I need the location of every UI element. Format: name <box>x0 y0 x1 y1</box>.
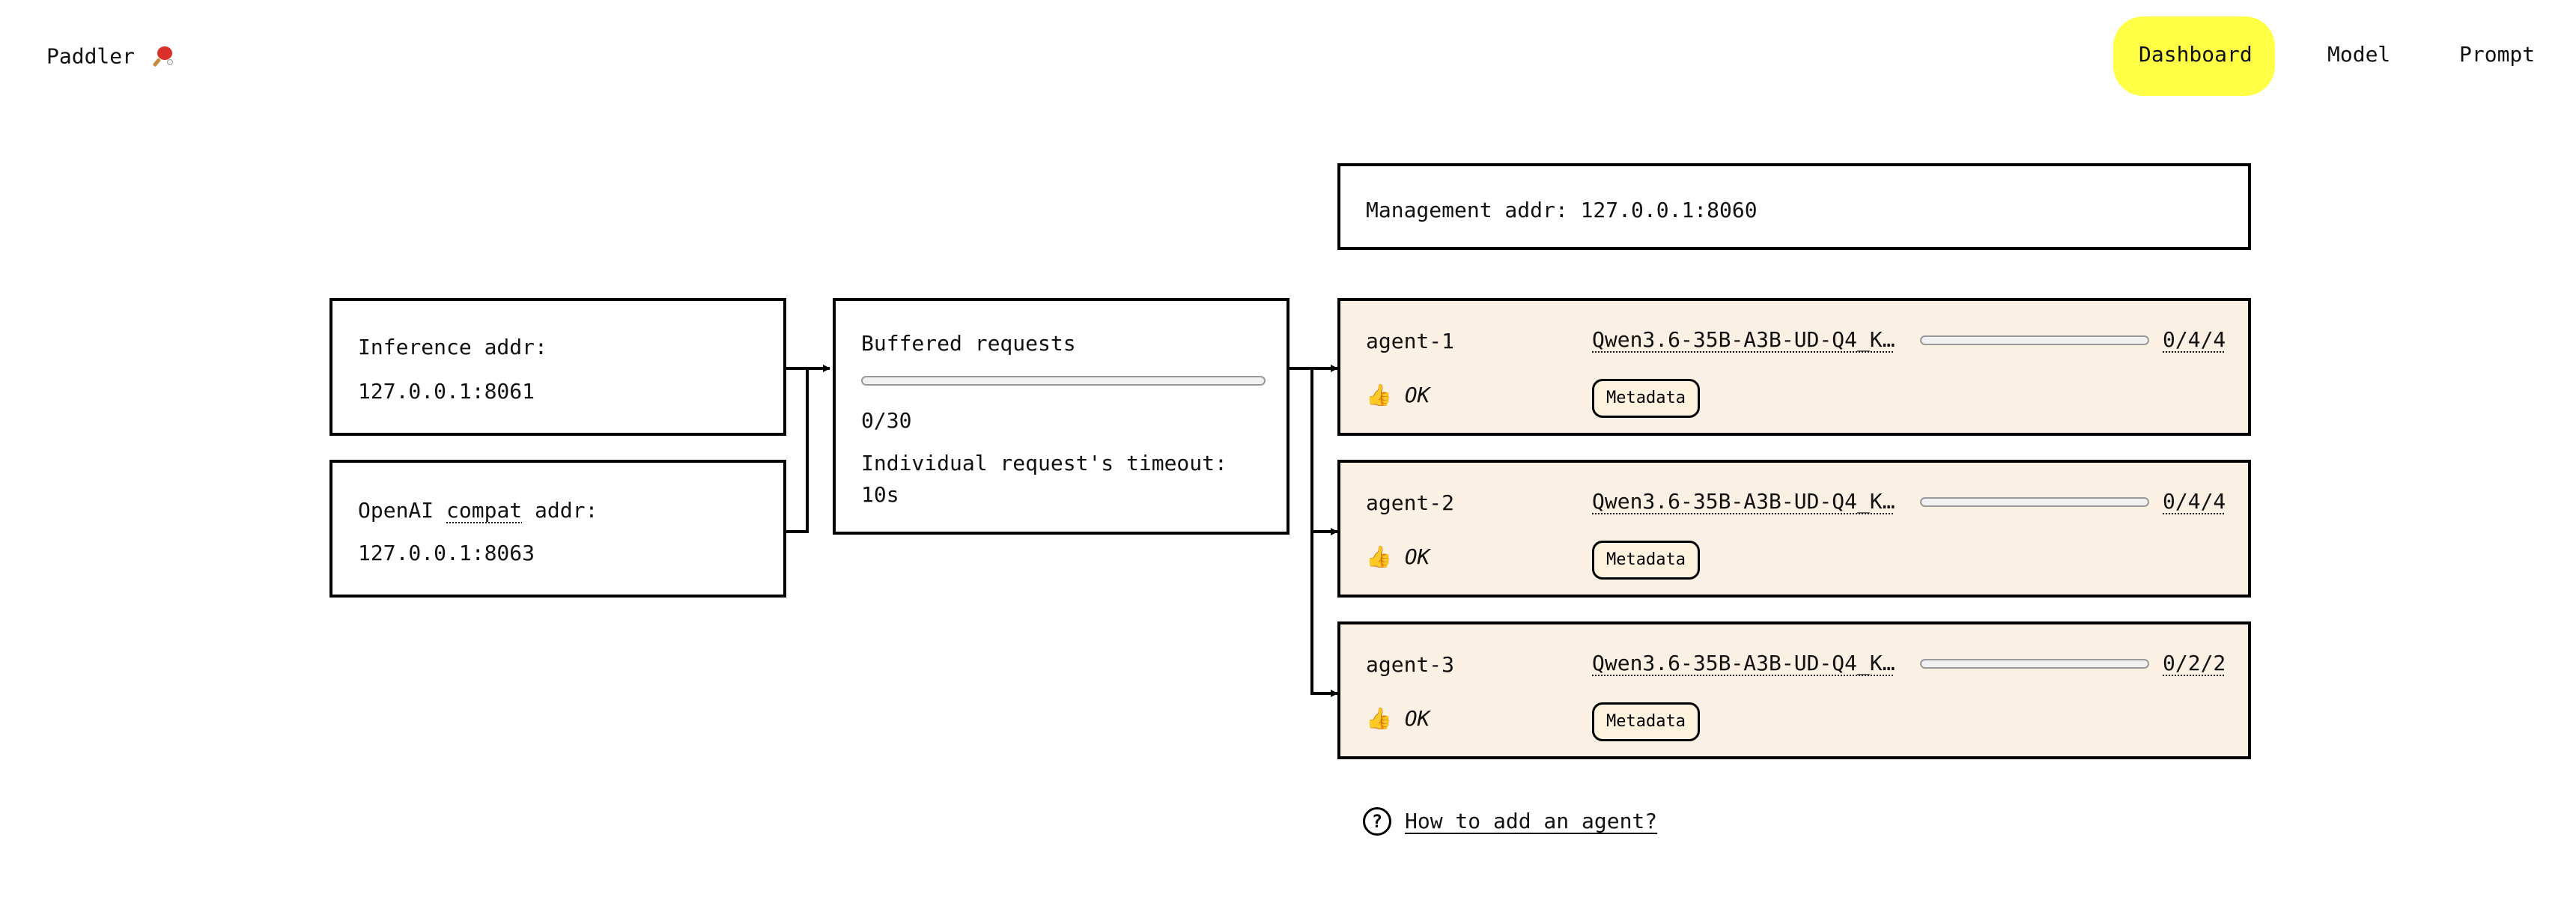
thumbs-up-icon: 👍 <box>1366 544 1392 569</box>
agent-slots[interactable]: 0/2/2 <box>2163 651 2226 675</box>
openai-value: 127.0.0.1:8063 <box>358 541 535 565</box>
brand-name: Paddler <box>46 43 136 69</box>
nav-item-model[interactable]: Model <box>2327 42 2391 67</box>
openai-label-compat: compat <box>446 498 523 523</box>
agent-status: 👍 OK <box>1366 385 1430 406</box>
agent-model[interactable]: Qwen3.6-35B-A3B-UD-Q4_K… <box>1592 327 1895 352</box>
buffered-progress-bar <box>861 376 1266 386</box>
agent-card: agent-3 Qwen3.6-35B-A3B-UD-Q4_K… 0/2/2 👍… <box>1337 621 2251 759</box>
inference-value: 127.0.0.1:8061 <box>358 379 535 404</box>
buffered-count: 0/30 <box>861 408 912 433</box>
agent-status-text: OK <box>1404 544 1430 569</box>
thumbs-up-icon: 👍 <box>1366 706 1392 731</box>
how-to-add-agent-link[interactable]: How to add an agent? <box>1405 809 1658 833</box>
agent-slots[interactable]: 0/4/4 <box>2163 489 2226 514</box>
help-link-row[interactable]: ? How to add an agent? <box>1363 807 1657 836</box>
buffered-timeout-label: Individual request's timeout: <box>861 451 1227 475</box>
openai-address-box: OpenAI compat addr: 127.0.0.1:8063 <box>329 460 786 598</box>
metadata-button[interactable]: Metadata <box>1592 379 1700 418</box>
nav-item-prompt[interactable]: Prompt <box>2459 42 2536 67</box>
buffered-timeout-value: 10s <box>861 482 899 507</box>
inference-label: Inference addr: <box>358 335 547 359</box>
agent-card: agent-2 Qwen3.6-35B-A3B-UD-Q4_K… 0/4/4 👍… <box>1337 460 2251 598</box>
agent-model[interactable]: Qwen3.6-35B-A3B-UD-Q4_K… <box>1592 489 1895 514</box>
agent-status-text: OK <box>1404 706 1430 731</box>
metadata-button[interactable]: Metadata <box>1592 702 1700 741</box>
agent-slots[interactable]: 0/4/4 <box>2163 327 2226 352</box>
ping-pong-paddle-icon <box>152 44 174 70</box>
management-value: 127.0.0.1:8060 <box>1580 198 1758 222</box>
nav-active-indicator <box>2113 16 2275 96</box>
management-address: Management addr: 127.0.0.1:8060 <box>1366 200 1758 221</box>
openai-label: OpenAI compat addr: <box>358 500 598 521</box>
inference-address-box: Inference addr: 127.0.0.1:8061 <box>329 298 786 436</box>
agent-status: 👍 OK <box>1366 547 1430 568</box>
agent-name: agent-1 <box>1366 329 1455 353</box>
agent-slots-bar <box>1920 497 2149 507</box>
agent-name: agent-2 <box>1366 490 1455 515</box>
question-circle-icon: ? <box>1363 807 1391 836</box>
agent-slots-bar <box>1920 335 2149 345</box>
openai-label-pre: OpenAI <box>358 498 434 523</box>
nav-item-dashboard[interactable]: Dashboard <box>2139 42 2253 67</box>
agent-slots-bar <box>1920 659 2149 669</box>
metadata-button[interactable]: Metadata <box>1592 541 1700 580</box>
agent-name: agent-3 <box>1366 652 1455 677</box>
agent-status: 👍 OK <box>1366 708 1430 729</box>
brand[interactable]: Paddler <box>46 44 174 70</box>
agent-card: agent-1 Qwen3.6-35B-A3B-UD-Q4_K… 0/4/4 👍… <box>1337 298 2251 436</box>
thumbs-up-icon: 👍 <box>1366 383 1392 407</box>
management-label: Management addr: <box>1366 198 1568 222</box>
buffered-title: Buffered requests <box>861 331 1076 356</box>
agent-status-text: OK <box>1404 383 1430 407</box>
buffered-requests-box: Buffered requests 0/30 Individual reques… <box>833 298 1289 535</box>
openai-label-post: addr: <box>535 498 598 523</box>
agent-model[interactable]: Qwen3.6-35B-A3B-UD-Q4_K… <box>1592 651 1895 675</box>
management-address-box: Management addr: 127.0.0.1:8060 <box>1337 163 2251 250</box>
